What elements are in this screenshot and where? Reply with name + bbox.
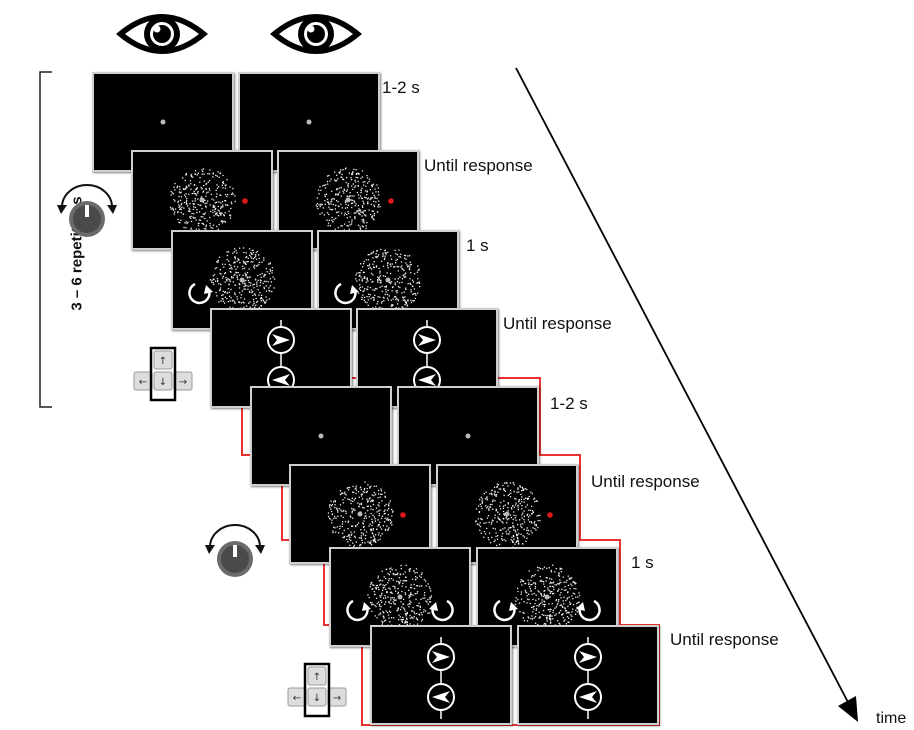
svg-text:→: → [333, 693, 341, 704]
rotation-knob-icon [205, 524, 265, 577]
eye-icon-left [116, 14, 208, 54]
time-label: time [876, 710, 907, 727]
rotation-knob-icon [57, 184, 117, 237]
duration-label: Until response [503, 314, 612, 333]
arrow-keys-icon: ↑ ↓ ← → [133, 346, 193, 402]
duration-label: 1 s [631, 553, 654, 572]
screen-response-left [370, 625, 512, 725]
duration-label: 1 s [466, 236, 489, 255]
svg-text:←: ← [139, 377, 147, 388]
arrow-keys-icon: ↑ ↓ ← → [287, 662, 347, 718]
screen-response-right [517, 625, 659, 725]
duration-label: 1-2 s [550, 394, 588, 413]
duration-label: Until response [424, 156, 533, 175]
svg-text:↑: ↑ [159, 356, 167, 367]
svg-text:↓: ↓ [159, 377, 167, 388]
duration-label: Until response [670, 630, 779, 649]
svg-text:→: → [179, 377, 187, 388]
svg-text:↑: ↑ [313, 672, 321, 683]
svg-text:↓: ↓ [313, 693, 321, 704]
svg-text:←: ← [293, 693, 301, 704]
duration-label: Until response [591, 472, 700, 491]
eye-icon-right [270, 14, 362, 54]
duration-label: 1-2 s [382, 78, 420, 97]
